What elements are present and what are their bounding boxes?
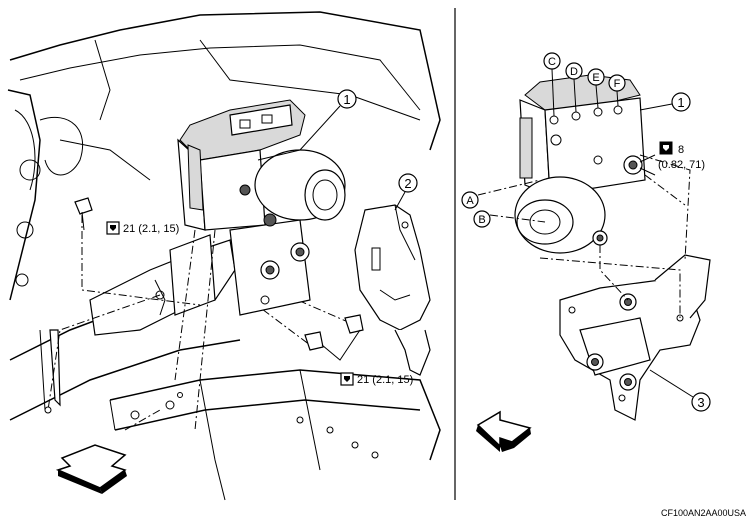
torque-spec-lower: 21 (2.1, 15) — [321, 329, 413, 386]
vehicle-front-arrow-left — [55, 444, 127, 494]
torque-wrench-icon — [340, 372, 354, 386]
torque-spec-right-value: 8 — [678, 144, 684, 156]
callout-port-e-label: E — [592, 72, 599, 84]
callout-port-e: E — [587, 68, 605, 109]
callout-part-1-left-label: 1 — [343, 92, 350, 107]
torque-spec-upper-left: 21 (2.1, 15) — [106, 221, 179, 235]
torque-spec-lower-text: 21 (2.1, 15) — [357, 374, 413, 386]
vehicle-front-arrow-right — [476, 410, 532, 452]
callout-part-2-left: 2 — [394, 173, 418, 211]
callout-part-3-right: 3 — [649, 369, 711, 412]
abs-actuator-left — [177, 99, 346, 316]
torque-spec-upper-left-text: 21 (2.1, 15) — [123, 223, 179, 235]
bolt-lower-right-1 — [344, 314, 364, 334]
callout-port-c-label: C — [548, 56, 556, 68]
callout-port-c: C — [543, 52, 561, 117]
callout-port-d-label: D — [570, 66, 578, 78]
bolt-lower-right-2 — [304, 331, 324, 351]
callout-point-a: A — [461, 191, 479, 209]
torque-spec-right-units: (0.82, 71) — [658, 159, 705, 171]
figure-code: CF100AN2AA00USA — [661, 508, 746, 518]
callout-part-1-left: 1 — [299, 89, 357, 151]
callout-part-2-left-label: 2 — [404, 176, 411, 191]
callout-point-a-label: A — [466, 195, 474, 207]
callout-part-3-right-label: 3 — [697, 395, 704, 410]
torque-wrench-icon — [659, 141, 673, 155]
callout-port-f: F — [608, 74, 626, 107]
torque-wrench-icon — [106, 221, 120, 235]
vehicle-body-structure — [7, 11, 441, 501]
callout-point-b: B — [473, 210, 491, 228]
bolt-upper-left — [74, 197, 93, 231]
callout-point-b-label: B — [478, 214, 485, 226]
callout-port-d: D — [565, 62, 583, 113]
actuator-bracket-right — [559, 254, 711, 421]
callout-part-1-right-label: 1 — [677, 95, 684, 110]
torque-spec-right: 8 (0.82, 71) — [639, 141, 705, 176]
callout-port-f-label: F — [614, 78, 621, 90]
callout-part-1-right: 1 — [639, 92, 691, 112]
actuator-harness-connector — [354, 204, 431, 376]
installation-centerlines-right — [477, 154, 691, 318]
abs-actuator-right — [514, 74, 646, 254]
